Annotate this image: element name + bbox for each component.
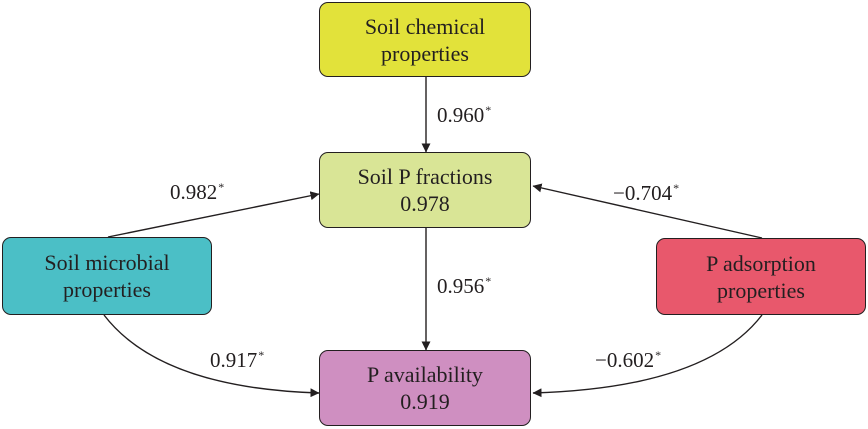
node-label: Soil P fractions	[357, 164, 493, 189]
coef-adsorption-to-fractions: −0.704*	[613, 181, 680, 205]
node-soil-microbial-properties: Soil microbial properties	[2, 237, 212, 315]
node-label: Soil microbial	[44, 250, 170, 275]
arrow-microbial-to-fractions	[107, 191, 320, 238]
node-soil-chemical-properties: Soil chemical properties	[319, 2, 531, 77]
arrow-adsorption-to-fractions	[532, 183, 763, 239]
node-label: P availability	[367, 362, 483, 387]
significance-mark: *	[485, 103, 492, 117]
node-r2-value: 0.919	[400, 389, 450, 414]
significance-mark: *	[258, 348, 265, 362]
node-r2-value: 0.978	[400, 191, 450, 216]
coef-microbial-to-availability: 0.917*	[210, 348, 265, 372]
arrow-microbial-to-availability	[103, 314, 320, 398]
node-label: P adsorption	[706, 250, 816, 276]
node-label: Soil chemical	[364, 13, 486, 39]
coef-chemical-to-fractions: 0.960*	[437, 103, 492, 127]
node-p-adsorption-properties: P adsorption properties	[656, 238, 866, 315]
coef-microbial-to-fractions: 0.982*	[170, 180, 225, 204]
significance-mark: *	[218, 180, 225, 194]
node-p-availability: P availability 0.919	[319, 350, 531, 426]
arrow-adsorption-to-availability	[532, 314, 763, 398]
node-label: properties	[717, 277, 805, 303]
node-label: properties	[381, 40, 469, 66]
significance-mark: *	[485, 274, 492, 288]
node-soil-p-fractions: Soil P fractions 0.978	[319, 152, 531, 228]
coef-fractions-to-availability: 0.956*	[437, 274, 492, 298]
significance-mark: *	[655, 348, 662, 362]
significance-mark: *	[673, 181, 680, 195]
coef-adsorption-to-availability: −0.602*	[595, 348, 662, 372]
node-label: properties	[63, 277, 151, 302]
